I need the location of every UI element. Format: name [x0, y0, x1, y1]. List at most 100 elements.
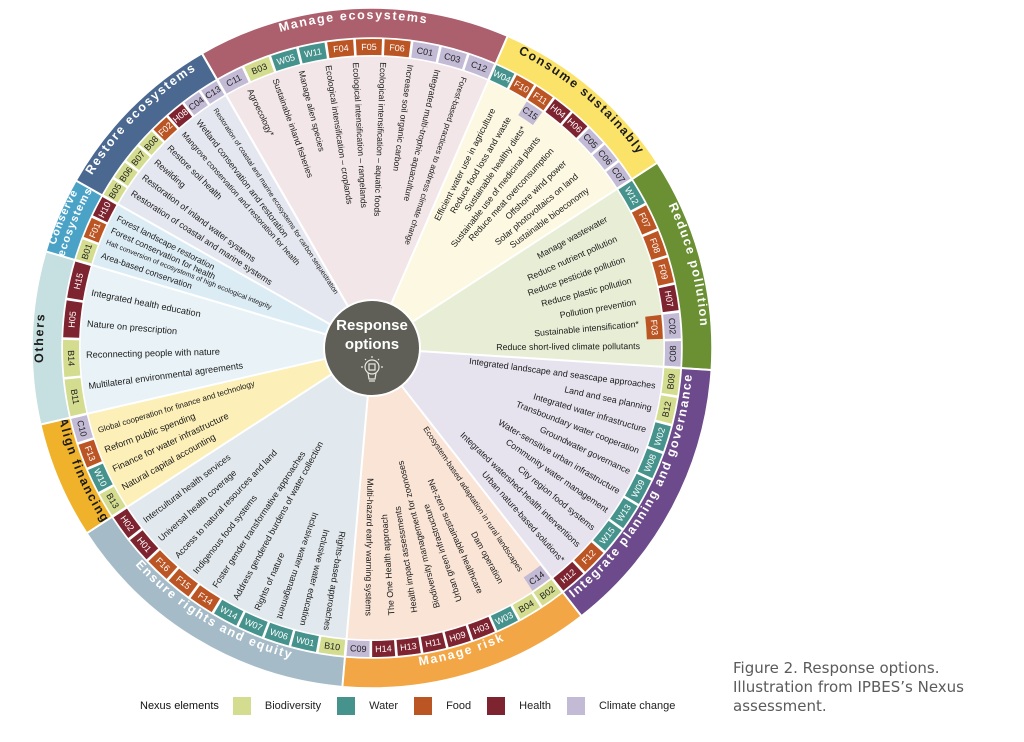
- nexus-tag-f03: F03: [645, 314, 663, 340]
- tag-background: [168, 104, 193, 128]
- tag-code: H13: [400, 641, 418, 653]
- nexus-tag-c02: C02: [663, 312, 681, 339]
- nexus-tag-b07: B07: [126, 146, 150, 171]
- tag-code: C01: [416, 45, 434, 58]
- tag-code: H15: [72, 272, 85, 290]
- tag-background: [468, 616, 495, 640]
- tag-background: [553, 561, 584, 591]
- hub-circle: [323, 299, 421, 397]
- tag-background: [643, 230, 667, 260]
- tag-background: [201, 81, 225, 104]
- nexus-tag-c11: C11: [218, 67, 249, 94]
- tag-code: B10: [324, 640, 341, 652]
- legend-item-biodiversity: Biodiversity: [232, 697, 321, 715]
- tag-background: [63, 339, 81, 377]
- nexus-tag-f11: F11: [527, 86, 553, 111]
- tag-background: [618, 180, 645, 211]
- nexus-tag-c04: C04: [184, 92, 208, 116]
- nexus-legend: Nexus elements Biodiversity Water Food H…: [140, 697, 691, 715]
- nexus-tag-w05: W05: [271, 48, 301, 72]
- tag-code: B11: [69, 388, 81, 405]
- tag-background: [103, 179, 127, 203]
- sector-divider: [75, 179, 331, 326]
- nexus-tag-b06: B06: [114, 162, 138, 187]
- nexus-tag-f14: F14: [190, 585, 220, 613]
- tag-background: [411, 41, 440, 63]
- nexus-tag-h06: H06: [562, 113, 588, 138]
- caption-line: assessment.: [733, 697, 827, 715]
- nexus-tag-b11: B11: [64, 377, 87, 417]
- legend-swatch-food: [414, 697, 433, 715]
- tag-code: H09: [448, 629, 467, 643]
- tag-background: [490, 606, 518, 631]
- legend-title: Nexus elements: [140, 700, 219, 712]
- nexus-tag-c06: C06: [592, 144, 618, 170]
- tag-code: F09: [656, 263, 670, 281]
- nexus-tag-h10: H10: [92, 197, 117, 223]
- sector-divider: [45, 250, 327, 336]
- legend-item-food: Food: [414, 697, 471, 715]
- nexus-tag-c01: C01: [411, 41, 440, 63]
- tag-background: [92, 197, 117, 223]
- tag-background: [67, 261, 91, 301]
- nexus-tag-b12: B12: [656, 395, 677, 424]
- nexus-tag-b03: B03: [244, 56, 274, 82]
- legend-swatch-health: [487, 697, 506, 715]
- tag-background: [78, 439, 102, 468]
- nexus-tag-c08: C08: [664, 341, 681, 367]
- tag-background: [533, 579, 562, 606]
- tag-code: C09: [350, 643, 367, 654]
- tag-background: [663, 312, 681, 339]
- tag-background: [645, 314, 663, 340]
- tag-background: [490, 65, 515, 88]
- tag-background: [88, 463, 113, 492]
- tag-background: [130, 530, 159, 560]
- tag-background: [648, 422, 671, 452]
- tag-code: B01: [80, 242, 95, 260]
- nexus-tag-f15: F15: [168, 568, 198, 597]
- nexus-tag-w04: W04: [490, 65, 515, 88]
- nexus-tag-f13: F13: [78, 439, 102, 468]
- tag-code: F08: [648, 237, 663, 255]
- nexus-tag-h09: H09: [444, 625, 471, 648]
- tag-background: [523, 565, 551, 591]
- nexus-tag-f16: F16: [148, 550, 178, 579]
- nexus-tag-h12: H12: [553, 561, 584, 591]
- nexus-tag-f04: F04: [327, 39, 355, 59]
- nexus-tag-w11: W11: [298, 42, 327, 64]
- tag-background: [83, 217, 107, 243]
- tag-background: [214, 599, 244, 626]
- figure-caption: Figure 2. Response options. Illustration…: [733, 659, 1013, 716]
- tag-background: [238, 612, 268, 637]
- nexus-tag-h01: H01: [130, 530, 159, 560]
- sector-divider: [411, 161, 658, 323]
- tag-background: [126, 146, 150, 171]
- tag-background: [578, 128, 603, 154]
- tag-background: [656, 395, 677, 424]
- tag-code: W11: [303, 46, 322, 59]
- tag-background: [218, 67, 249, 94]
- tag-background: [190, 585, 220, 613]
- nexus-tag-h07: H07: [658, 284, 679, 313]
- nexus-tag-c13: C13: [201, 81, 225, 104]
- tag-code: B12: [660, 400, 673, 418]
- nexus-tag-h05: H05: [63, 300, 83, 338]
- nexus-tag-w08: W08: [637, 448, 663, 479]
- tag-background: [545, 99, 571, 124]
- nexus-tag-c14: C14: [523, 565, 551, 591]
- tag-background: [264, 622, 293, 646]
- legend-item-health: Health: [487, 697, 551, 715]
- tag-background: [327, 39, 355, 59]
- nexus-tag-c12: C12: [464, 54, 494, 79]
- tag-code: C08: [668, 345, 678, 362]
- tag-background: [291, 630, 319, 652]
- tag-code: H14: [375, 643, 392, 654]
- legend-label: Climate change: [598, 700, 676, 712]
- tag-background: [153, 117, 178, 141]
- nexus-tag-f12: F12: [574, 542, 604, 572]
- nexus-tag-w07: W07: [238, 612, 268, 637]
- nexus-tag-w15: W15: [593, 520, 622, 551]
